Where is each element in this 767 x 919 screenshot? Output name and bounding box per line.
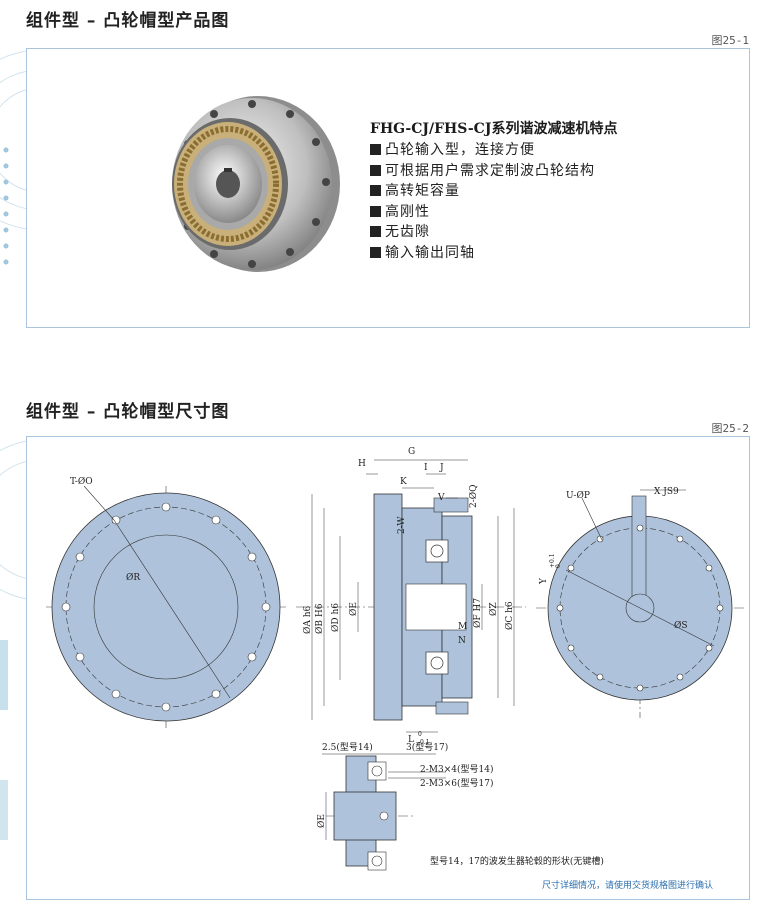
figure-number-25-1: 图25-1 — [711, 34, 750, 47]
label-m: M — [458, 622, 467, 632]
product-series-title: FHG-CJ/FHS-CJ系列谐波减速机特点 — [370, 121, 618, 137]
label-phi-d: ØD h6 — [330, 603, 341, 632]
product-image — [172, 96, 340, 272]
feature-item: 无齿隙 — [370, 222, 595, 243]
dimension-drawing: T-ØO ØR — [46, 447, 746, 891]
feature-item: 凸轮输入型，连接方便 — [370, 140, 595, 161]
feature-item: 可根据用户需求定制波凸轮结构 — [370, 161, 595, 182]
label-v: V — [437, 493, 445, 503]
label-phi-e2: ØE — [316, 814, 327, 828]
label-phi-r: ØR — [126, 572, 140, 583]
label-l-sub: -0.1 — [418, 739, 430, 746]
label-two-phi-q: 2-ØQ — [468, 484, 479, 508]
bullet-icon — [370, 144, 381, 155]
bullet-icon — [370, 246, 381, 258]
product-figure-frame — [26, 48, 750, 328]
label-y-sub: 0 — [555, 564, 562, 568]
label-t-phi-o: T-ØO — [70, 476, 93, 487]
bullet-icon — [370, 185, 381, 197]
label-k: K — [400, 477, 407, 487]
label-phi-e: ØE — [348, 602, 359, 616]
bullet-icon — [370, 226, 381, 238]
hub-detail-view: 2.5(型号14) 3(型号17) 2-M3×4(型号14) 2-M3×6(型号… — [316, 742, 493, 871]
label-l-sup: 0 — [418, 731, 422, 738]
front-view-left: T-ØO ØR — [46, 476, 286, 728]
label-h: H — [358, 459, 366, 469]
label-y-sup: +0.1 — [549, 553, 556, 568]
label-phi-a: ØA h6 — [302, 605, 313, 634]
label-two-w: 2-W — [397, 516, 407, 534]
label-j: J — [439, 463, 444, 473]
hub-caption: 型号14，17的波发生器轮毂的形状(无键槽) — [430, 855, 604, 867]
label-phi-z: ØZ — [488, 602, 499, 616]
figure-number-25-2: 图25-2 — [711, 422, 750, 435]
spec-note: 尺寸详细情况，请使用交货规格图进行确认 — [542, 879, 713, 891]
feature-item: 高转矩容量 — [370, 181, 595, 202]
label-u-phi-p: U-ØP — [566, 490, 590, 501]
section-view-center: H G I J K V 2-ØQ 2-W ØA h6 ØB H6 ØD h6 Ø… — [296, 447, 526, 746]
label-phi-f: ØF H7 — [472, 598, 483, 628]
label-n: N — [458, 636, 466, 646]
label-phi-s: ØS — [674, 620, 688, 631]
label-dim-25: 2.5(型号14) — [322, 742, 373, 753]
label-l: L — [408, 735, 414, 745]
section1-title: 组件型 – 凸轮帽型产品图 — [26, 11, 230, 31]
rear-view-right: U-ØP X JS9 ØS Y +0.1 0 — [536, 487, 746, 718]
label-m3-17: 2-M3×6(型号17) — [420, 778, 493, 789]
label-g: G — [408, 447, 415, 457]
label-i: I — [424, 463, 428, 473]
label-m3-14: 2-M3×4(型号14) — [420, 764, 493, 775]
bullet-icon — [370, 164, 381, 176]
bullet-icon — [370, 205, 381, 217]
section2-title: 组件型 – 凸轮帽型尺寸图 — [26, 402, 230, 422]
label-dim-3: 3(型号17) — [406, 742, 448, 753]
label-x-js9: X JS9 — [654, 487, 679, 497]
feature-item: 输入输出同轴 — [370, 243, 595, 264]
label-phi-b: ØB H6 — [314, 603, 325, 634]
label-phi-c: ØC h6 — [504, 601, 515, 630]
feature-list: 凸轮输入型，连接方便 可根据用户需求定制波凸轮结构 高转矩容量 高刚性 无齿隙 … — [370, 140, 595, 264]
label-y: Y — [539, 577, 549, 585]
feature-item: 高刚性 — [370, 202, 595, 223]
